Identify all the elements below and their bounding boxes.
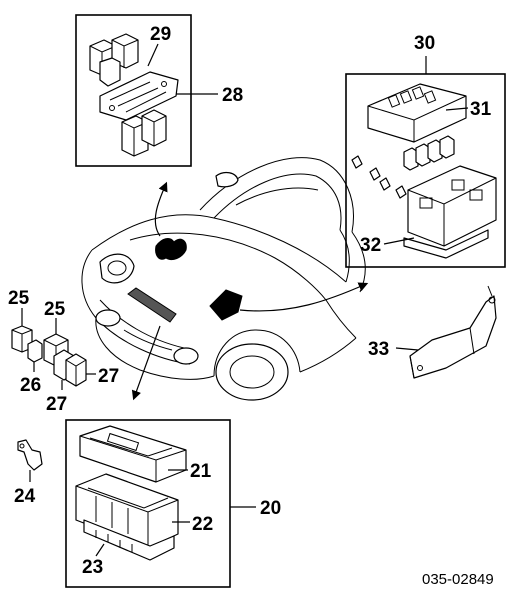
callout-31: 31	[470, 99, 492, 120]
part-23-base	[83, 519, 175, 561]
part-21-cover	[79, 425, 187, 483]
callout-33: 33	[368, 339, 389, 360]
callout-27a: 27	[98, 366, 119, 387]
callout-20: 20	[260, 498, 281, 519]
callout-25a: 25	[8, 288, 30, 309]
box-20-frame	[65, 419, 231, 588]
box-28-frame	[75, 14, 192, 167]
part-28-relay-bracket	[89, 33, 179, 157]
part-27-relay	[53, 349, 87, 387]
callout-30: 30	[414, 33, 435, 54]
callout-21: 21	[190, 461, 212, 482]
part-24-clip	[17, 439, 43, 471]
part-32-fuse-block	[403, 165, 497, 259]
callout-32: 32	[360, 235, 381, 256]
callout-29: 29	[150, 24, 171, 45]
fuses-and-relays	[351, 135, 455, 199]
callout-25b: 25	[44, 299, 66, 320]
part-31-fuse-box-cover	[367, 83, 467, 143]
callout-28: 28	[222, 85, 243, 106]
callout-22: 22	[192, 514, 213, 535]
callout-27b: 27	[46, 394, 67, 415]
diagram-code: 035-02849	[422, 571, 494, 588]
callout-23: 23	[82, 557, 103, 578]
callout-26: 26	[20, 375, 41, 396]
part-26-connector	[27, 339, 43, 363]
part-33-bracket	[409, 285, 497, 379]
car-body	[81, 157, 366, 401]
callout-24: 24	[14, 486, 36, 507]
